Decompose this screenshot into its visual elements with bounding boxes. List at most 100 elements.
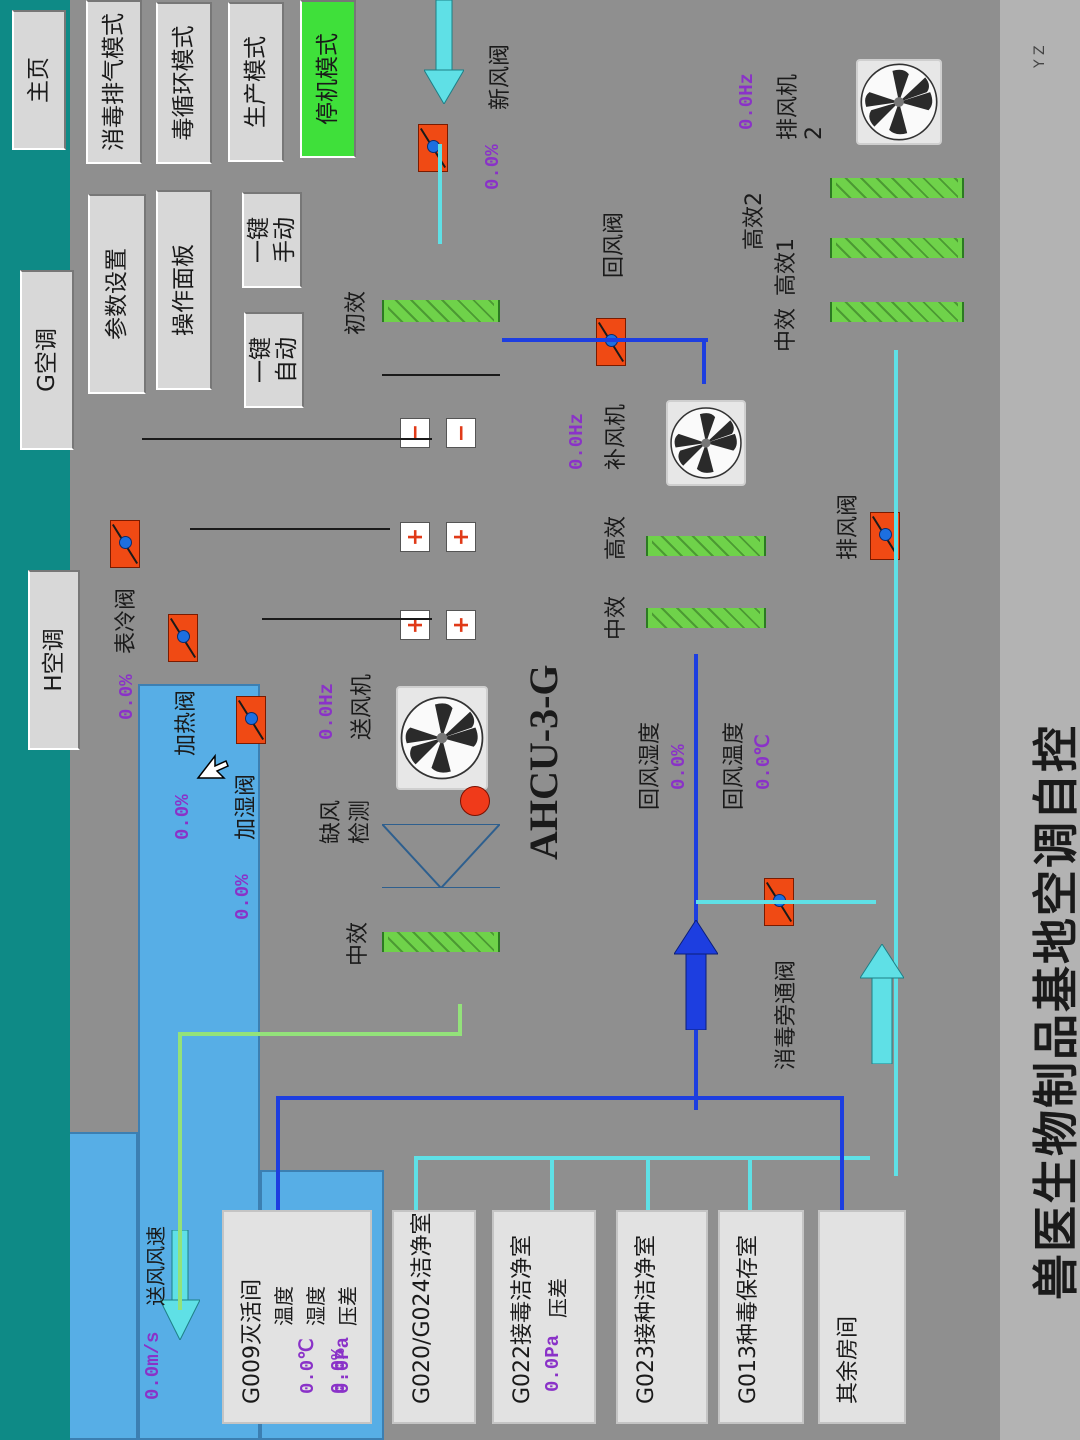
supply-velocity-label: 送风风速: [144, 1226, 168, 1306]
room-others[interactable]: 其余房间: [818, 1210, 906, 1424]
mouse-cursor-icon: [196, 753, 229, 779]
primary-filter: [382, 300, 500, 322]
room-g020-g024[interactable]: G020/G024洁净室: [392, 1210, 476, 1424]
makeup-fan-label: 补风机: [604, 403, 629, 470]
exhaust-medium-label: 中效: [774, 307, 799, 352]
fresh-air-pipe: [438, 144, 442, 244]
heating-valve-label: 加热阀: [174, 689, 199, 756]
makeup-fan-freq: 0.0Hz: [566, 412, 588, 470]
exhaust-hepa-2-filter: [830, 178, 964, 198]
room-g009-press-value: 0.0Pa: [332, 1336, 354, 1394]
medium-filter-bottom-label: 中效: [346, 921, 371, 966]
room-exhaust-manifold: [414, 1156, 870, 1160]
exhaust-fan-2-label: 排风机 2: [776, 73, 827, 140]
room-exhaust-branch-4: [748, 1156, 752, 1210]
return-air-valve[interactable]: [596, 318, 626, 366]
home-button[interactable]: 主页: [12, 10, 66, 150]
cooling-valve-pct: 0.0%: [116, 674, 138, 720]
room-return-branch-2: [840, 1096, 844, 1210]
heating-control-line: [190, 528, 390, 530]
heating-valve[interactable]: [168, 614, 198, 662]
disinfect-exhaust-mode-button[interactable]: 消毒排气模式: [86, 0, 142, 164]
humid-valve-label: 加湿阀: [234, 773, 259, 840]
fresh-air-valve-label: 新风阀: [488, 43, 513, 110]
one-key-auto-button[interactable]: 一键 自动: [244, 312, 304, 408]
humid-valve[interactable]: [236, 696, 266, 744]
exhaust-hepa-1-filter: [830, 238, 964, 258]
supply-fan-label: 送风机: [350, 673, 375, 740]
unit-name: AHCU-3-G: [521, 664, 566, 860]
return-temp-value: 0.0℃: [753, 734, 775, 790]
exhaust-valve-label: 排风阀: [836, 493, 861, 560]
cooling-valve[interactable]: [110, 520, 140, 568]
production-mode-button[interactable]: 生产模式: [228, 2, 284, 162]
room-g022-name: G022接毒洁净室: [510, 1234, 535, 1404]
fresh-air-valve-pct: 0.0%: [482, 144, 504, 190]
supply-riser-pipe: [178, 1032, 182, 1310]
room-g009-name: G009灭活间: [240, 1278, 265, 1404]
room-exhaust-branch-1: [414, 1156, 418, 1210]
humid-control-line: [262, 618, 432, 620]
disinfect-bypass-label: 消毒旁通阀: [774, 959, 799, 1070]
makeup-medium-filter: [646, 608, 766, 628]
exhaust-medium-filter: [830, 302, 964, 322]
return-air-valve-label: 回风阀: [602, 211, 627, 278]
one-key-manual-button[interactable]: 一键 手动: [242, 192, 302, 288]
room-g022-press-label: 压差: [546, 1278, 570, 1318]
room-others-name: 其余房间: [836, 1315, 861, 1404]
return-flow-arrow: [674, 920, 718, 1030]
parameter-settings-button[interactable]: 参数设置: [88, 194, 146, 394]
cooling-valve-label: 表冷阀: [114, 587, 139, 654]
room-g013[interactable]: G013种毒保存室: [718, 1210, 804, 1424]
room-g013-name: G013种毒保存室: [736, 1234, 761, 1404]
room-return-branch-1: [276, 1096, 280, 1210]
room-g009-humid-label: 湿度: [304, 1286, 328, 1326]
h-ac-button[interactable]: H空调: [28, 570, 80, 750]
heating-valve-pct: 0.0%: [172, 794, 194, 840]
return-humidity-value: 0.0%: [668, 744, 690, 790]
room-g009-press-label: 压差: [336, 1286, 360, 1326]
stop-mode-button[interactable]: 停机模式: [300, 0, 356, 158]
coil-plus-2: +: [446, 522, 476, 552]
missing-air-indicator: [460, 786, 490, 816]
supply-fan-freq: 0.0Hz: [316, 682, 338, 740]
page-title: 兽医生物制品基地空调自控: [1029, 724, 1080, 1300]
supply-from-ahu-pipe: [458, 1004, 462, 1036]
humid-valve-pct: 0.0%: [232, 874, 254, 920]
bypass-pipe: [696, 900, 876, 904]
room-g022-press-value: 0.0Pa: [542, 1334, 564, 1392]
g-ac-button[interactable]: G空调: [20, 270, 74, 450]
makeup-hepa-label: 高效: [604, 515, 629, 560]
ahu-mixing-section: [382, 824, 500, 888]
exhaust-flow-arrow: [860, 944, 904, 1064]
coil-minus-1: −: [400, 418, 430, 448]
room-return-manifold: [276, 1096, 844, 1100]
exhaust-fan-2-freq: 0.0Hz: [736, 72, 758, 130]
room-g023-name: G023接种洁净室: [634, 1234, 659, 1404]
room-g022[interactable]: G022接毒洁净室 压差 0.0Pa: [492, 1210, 596, 1424]
cooling-control-line: [142, 438, 432, 440]
room-g009[interactable]: G009灭活间 温度 0.0℃ 湿度 0.0% 压差 0.0Pa: [222, 1210, 372, 1424]
return-to-ahu-pipe: [502, 338, 708, 342]
return-humidity-label: 回风湿度: [638, 721, 663, 810]
return-top-pipe: [702, 338, 706, 384]
missing-air-detect-label: 缺风 检测: [319, 799, 373, 844]
room-g009-temp-value: 0.0℃: [297, 1338, 319, 1394]
exhaust-hepa-1-label: 高效1: [774, 238, 799, 296]
operation-panel-button[interactable]: 操作面板: [156, 190, 212, 390]
return-temp-label: 回风温度: [722, 721, 747, 810]
fresh-air-inlet-arrow: [424, 0, 464, 104]
coil-plus-1: +: [400, 522, 430, 552]
exhaust-hepa-2-label: 高效2: [742, 192, 767, 250]
makeup-hepa-filter: [646, 536, 766, 556]
makeup-fan-icon: [666, 400, 746, 486]
room-exhaust-branch-2: [550, 1156, 554, 1210]
coil-minus-2: −: [446, 418, 476, 448]
coil-plus-4: +: [446, 610, 476, 640]
room-g023[interactable]: G023接种洁净室: [616, 1210, 708, 1424]
return-main-pipe: [694, 654, 698, 1110]
fresh-air-valve[interactable]: [418, 124, 448, 172]
disinfect-cycle-mode-button[interactable]: 毒循环模式: [156, 2, 212, 164]
